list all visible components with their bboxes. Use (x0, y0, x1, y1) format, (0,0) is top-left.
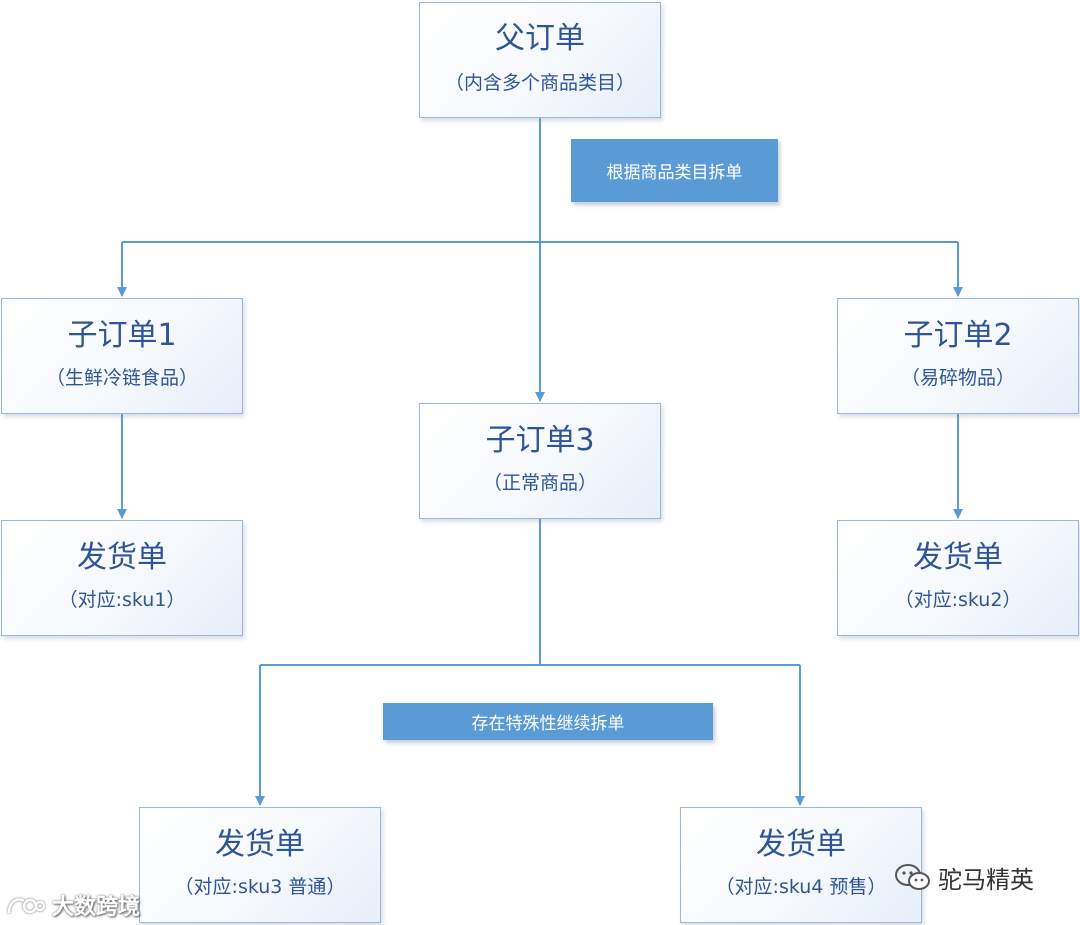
child-order-2-subtitle: （易碎物品） (900, 367, 1015, 389)
watermark-logo-svg (7, 898, 46, 914)
shipping-order-2-title: 发货单 (913, 540, 1003, 575)
shipping-order-1-node: 发货单 （对应:sku1） (1, 520, 243, 636)
shipping-order-3-subtitle: （对应:sku3 普通） (174, 876, 346, 898)
child-order-1-subtitle: （生鲜冷链食品） (45, 367, 198, 389)
wechat-icon (894, 862, 932, 894)
parent-order-title: 父订单 (495, 21, 585, 56)
watermark-right-text: 驼马精英 (938, 866, 1034, 894)
watermark-right: 驼马精英 (894, 860, 1034, 895)
shipping-order-4-title: 发货单 (756, 827, 846, 862)
watermark-left: 大数跨境 (6, 889, 140, 921)
shipping-order-1-title: 发货单 (77, 540, 167, 575)
shipping-order-1-subtitle: （对应:sku1） (58, 589, 186, 611)
continue-split-label: 存在特殊性继续拆单 (383, 703, 713, 740)
child-order-2-node: 子订单2 （易碎物品） (837, 298, 1079, 414)
shipping-order-4-node: 发货单 （对应:sku4 预售） (680, 807, 922, 923)
child-order-3-subtitle: （正常商品） (482, 472, 597, 494)
shipping-order-2-node: 发货单 （对应:sku2） (837, 520, 1079, 636)
shipping-order-4-subtitle: （对应:sku4 预售） (715, 876, 887, 898)
child-order-3-title: 子订单3 (485, 423, 595, 458)
child-order-1-node: 子订单1 （生鲜冷链食品） (1, 298, 243, 414)
shipping-order-3-node: 发货单 （对应:sku3 普通） (139, 807, 381, 923)
shipping-order-2-subtitle: （对应:sku2） (894, 589, 1022, 611)
child-order-3-node: 子订单3 （正常商品） (419, 403, 661, 519)
parent-order-node: 父订单 （内含多个商品类目） (419, 2, 661, 118)
child-order-2-title: 子订单2 (903, 318, 1013, 353)
shipping-order-3-title: 发货单 (215, 827, 305, 862)
split-by-category-label: 根据商品类目拆单 (571, 139, 778, 202)
watermark-left-text: 大数跨境 (52, 895, 141, 920)
watermark-logo-icon (6, 893, 46, 917)
wechat-icon-svg (895, 863, 930, 890)
parent-order-subtitle: （内含多个商品类目） (444, 72, 635, 94)
child-order-1-title: 子订单1 (67, 318, 177, 353)
